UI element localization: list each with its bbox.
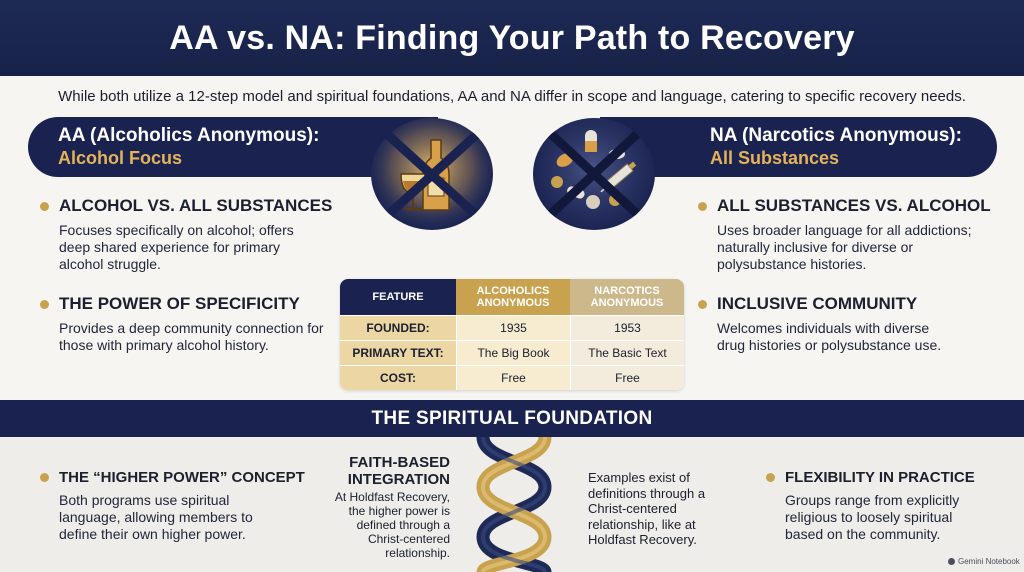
- flexibility-heading: FLEXIBILITY IN PRACTICE: [785, 469, 975, 486]
- watermark: Gemini Notebook: [948, 557, 1020, 566]
- aa-feature-1-body: Focuses specifically on alcohol; offers …: [59, 222, 294, 272]
- na-feature-2-body: Welcomes individuals with diverse drug h…: [717, 320, 942, 353]
- spiritual-foundation-bar: THE SPIRITUAL FOUNDATION: [0, 400, 1024, 437]
- spiritual-foundation-heading: THE SPIRITUAL FOUNDATION: [371, 407, 653, 429]
- aa-value: 1935: [456, 315, 570, 340]
- na-pill: NA (Narcotics Anonymous): All Substances: [600, 117, 997, 177]
- bullet-dot: [40, 201, 49, 211]
- table-header-row: FEATURE ALCOHOLICS ANONYMOUS NARCOTICS A…: [340, 279, 684, 315]
- title-bar: AA vs. NA: Finding Your Path to Recovery: [0, 0, 1024, 76]
- na-feature-2: INCLUSIVE COMMUNITY Welcomes individuals…: [698, 294, 1008, 354]
- intro-text: While both utilize a 12-step model and s…: [58, 88, 966, 105]
- aa-pill-subtitle: Alcohol Focus: [58, 148, 183, 168]
- higher-power-body: Both programs use spiritual language, al…: [59, 492, 253, 542]
- aa-feature-2-heading: THE POWER OF SPECIFICITY: [59, 294, 300, 313]
- bullet-dot: [698, 201, 707, 211]
- table-row: FOUNDED: 1935 1953: [340, 315, 684, 340]
- aa-feature-2: THE POWER OF SPECIFICITY Provides a deep…: [40, 294, 350, 354]
- na-value: Free: [570, 365, 684, 390]
- aa-feature-1-heading: ALCOHOL VS. ALL SUBSTANCES: [59, 196, 333, 215]
- faith-heading-line1: FAITH-BASED: [349, 454, 450, 471]
- comparison-table: FEATURE ALCOHOLICS ANONYMOUS NARCOTICS A…: [340, 279, 684, 390]
- flexibility-feature: FLEXIBILITY IN PRACTICE Groups range fro…: [766, 469, 1006, 543]
- bullet-dot: [698, 299, 707, 309]
- row-label: FOUNDED:: [340, 315, 456, 340]
- bullet-dot: [40, 299, 49, 309]
- faith-integration: FAITH-BASED INTEGRATION At Holdfast Reco…: [326, 454, 450, 560]
- aa-value: Free: [456, 365, 570, 390]
- crossed-out-alcohol-icon: [371, 118, 493, 230]
- na-feature-1-body: Uses broader language for all addictions…: [717, 222, 972, 272]
- bullet-dot: [766, 473, 775, 482]
- examples-text: Examples exist of definitions through a …: [588, 470, 706, 547]
- bullet-dot: [40, 473, 49, 482]
- aa-pill-title: AA (Alcoholics Anonymous):: [58, 125, 320, 146]
- table-row: COST: Free Free: [340, 365, 684, 390]
- aa-value: The Big Book: [456, 340, 570, 365]
- row-label: COST:: [340, 365, 456, 390]
- watermark-text: Gemini Notebook: [958, 557, 1020, 566]
- aa-pill: AA (Alcoholics Anonymous): Alcohol Focus: [28, 117, 438, 177]
- flexibility-body: Groups range from explicitly religious t…: [785, 492, 960, 542]
- aa-feature-2-body: Provides a deep community connection for…: [59, 320, 324, 353]
- na-pill-subtitle: All Substances: [710, 148, 840, 168]
- na-feature-1: ALL SUBSTANCES VS. ALCOHOL Uses broader …: [698, 196, 1008, 273]
- double-helix-icon: [453, 437, 575, 572]
- gemini-icon: [948, 558, 955, 565]
- page-title: AA vs. NA: Finding Your Path to Recovery: [169, 18, 855, 57]
- faith-heading-line2: INTEGRATION: [347, 471, 450, 488]
- higher-power-heading: THE “HIGHER POWER” CONCEPT: [59, 469, 305, 486]
- row-label: PRIMARY TEXT:: [340, 340, 456, 365]
- na-value: 1953: [570, 315, 684, 340]
- table-row: PRIMARY TEXT: The Big Book The Basic Tex…: [340, 340, 684, 365]
- na-feature-1-heading: ALL SUBSTANCES VS. ALCOHOL: [717, 196, 991, 215]
- na-value: The Basic Text: [570, 340, 684, 365]
- aa-feature-1: ALCOHOL VS. ALL SUBSTANCES Focuses speci…: [40, 196, 350, 273]
- header-feature: FEATURE: [340, 279, 456, 315]
- header-na: NARCOTICS ANONYMOUS: [570, 279, 684, 315]
- header-aa: ALCOHOLICS ANONYMOUS: [456, 279, 570, 315]
- crossed-out-drugs-icon: [533, 118, 655, 230]
- higher-power-feature: THE “HIGHER POWER” CONCEPT Both programs…: [40, 469, 320, 543]
- na-pill-title: NA (Narcotics Anonymous):: [710, 125, 962, 146]
- na-feature-2-heading: INCLUSIVE COMMUNITY: [717, 294, 918, 313]
- faith-body: At Holdfast Recovery, the higher power i…: [334, 490, 450, 560]
